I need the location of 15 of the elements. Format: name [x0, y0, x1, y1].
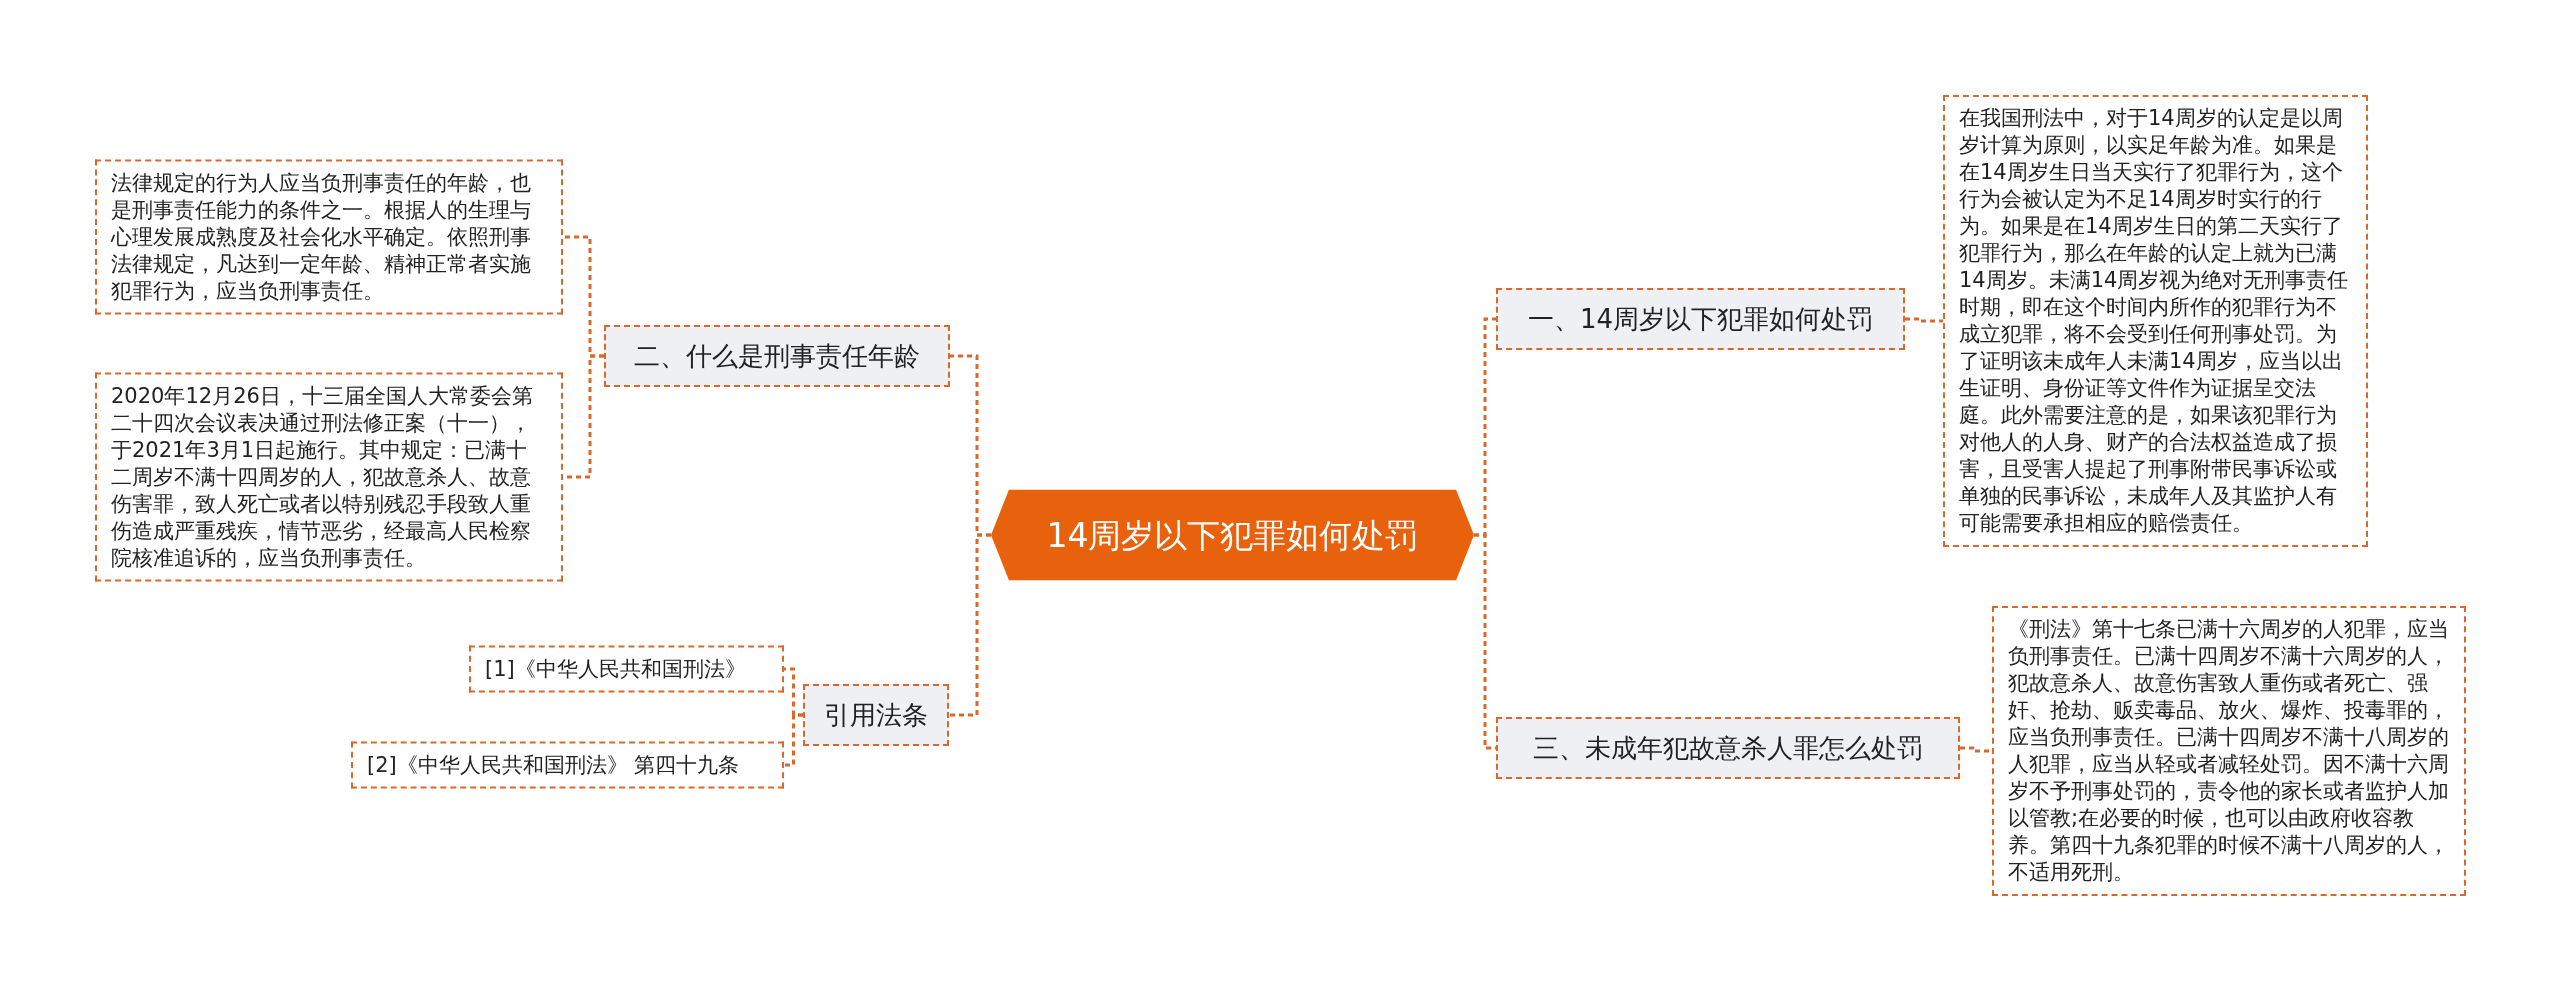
- connector-line: [1905, 317, 1943, 323]
- note-box: 法律规定的行为人应当负刑事责任的年龄，也是刑事责任能力的条件之一。根据人的生理与心理发展成熟度及社会化水平确定。依照刑事法律规定，凡达到一定年龄、精神正常者实施犯罪行为，应当负刑事责任。: [95, 159, 563, 315]
- note-box: 2020年12月26日，十三届全国人大常委会第二十四次会议表决通过刑法修正案（十一），于2021年3月1日起施行。其中规定：已满十二周岁不满十四周岁的人，犯故意杀人、故意伤害罪，致人死亡或者以特别残忍手段致人重伤造成严重残疾，情节恶劣，经最高人民检察院核准追诉的，应当负刑事责任。: [95, 372, 563, 582]
- note-box: 在我国刑法中，对于14周岁的认定是以周岁计算为原则，以实足年龄为准。如果是在14周岁生日当天实行了犯罪行为，这个行为会被认定为不足14周岁时实行的行为。如果是在14周岁生日的第二天实行了犯罪行为，那么在年龄的认定上就为已满14周岁。未满14周岁视为绝对无刑事责任时期，即在这个时间内所作的犯罪行为不成立犯罪，将不会受到任何刑事处罚。为了证明该未成年人未满14周岁，应当以出生证明、身份证等文件作为证据呈交法庭。此外需要注意的是，如果该犯罪行为对他人的人身、财产的合法权益造成了损害，且受害人提起了刑事附带民事诉讼或单独的民事诉讼，未成年人及其监护人有可能需要承担相应的赔偿责任。: [1943, 95, 2368, 547]
- connector-line: [784, 713, 803, 767]
- topic-box: 引用法条: [803, 684, 949, 746]
- topic-box: 三、未成年犯故意杀人罪怎么处罚: [1496, 717, 1960, 779]
- topic-box: 二、什么是刑事责任年龄: [604, 325, 950, 387]
- connector-line: [1960, 746, 1992, 753]
- note-box: 《刑法》第十七条已满十六周岁的人犯罪，应当负刑事责任。已满十四周岁不满十六周岁的人，犯故意杀人、故意伤害致人重伤或者死亡、强奸、抢劫、贩卖毒品、放火、爆炸、投毒罪的，应当负刑事责任。已满十四周岁不满十八周岁的人犯罪，应当从轻或者减轻处罚。因不满十六周岁不予刑事处罚的，责令他的家长或者监护人加以管教;在必要的时候，也可以由政府收容教养。第四十九条犯罪的时候不满十八周岁的人，不适用死刑。: [1992, 606, 2466, 896]
- note-box: [2]《中华人民共和国刑法》 第四十九条: [351, 741, 784, 789]
- connector-line: [949, 533, 991, 717]
- note-box: [1]《中华人民共和国刑法》: [469, 645, 784, 693]
- central-topic-hexagon: 14周岁以下犯罪如何处罚: [991, 489, 1474, 581]
- topic-box: 一、14周岁以下犯罪如何处罚: [1496, 288, 1905, 350]
